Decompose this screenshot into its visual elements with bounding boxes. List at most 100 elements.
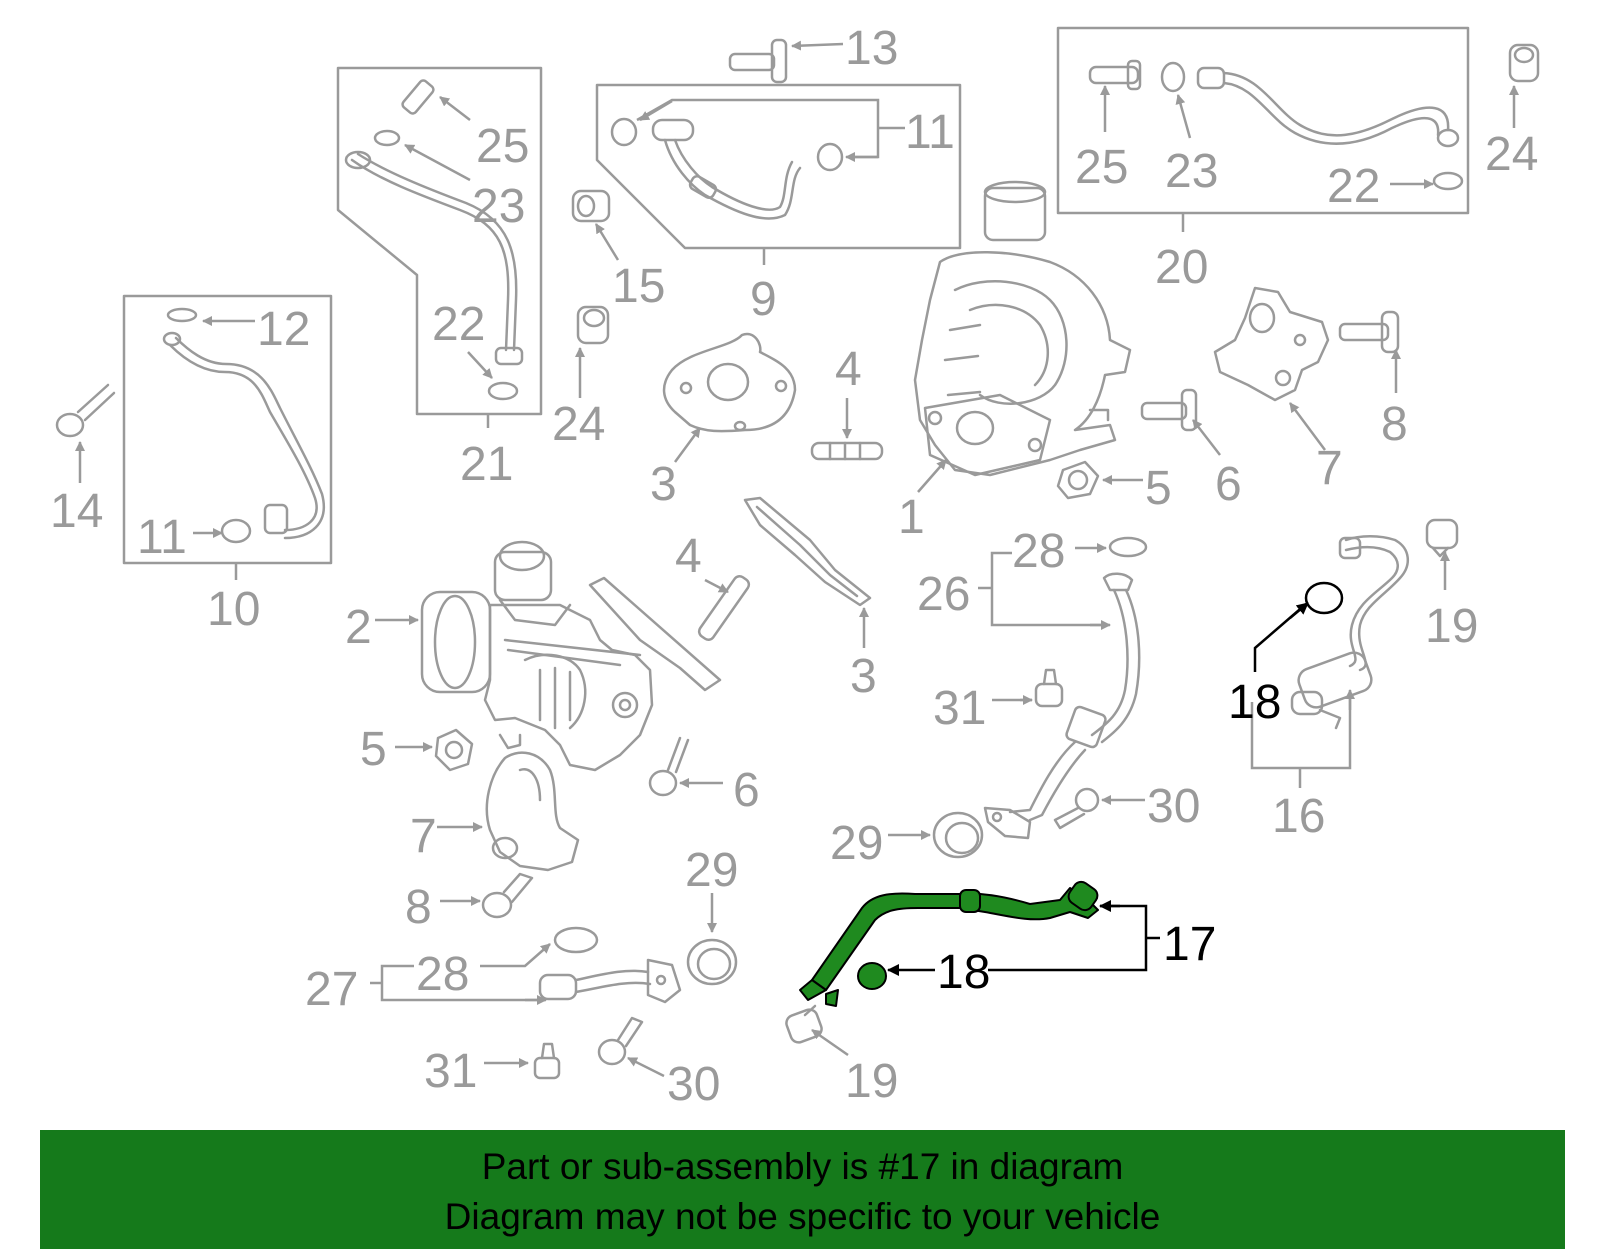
seal-29-bottom	[686, 938, 738, 986]
callout-8-top: 8	[1381, 398, 1408, 451]
callout-17: 17	[1163, 918, 1216, 971]
bolt-8-top	[1338, 310, 1400, 354]
callout-4-middle: 4	[675, 530, 702, 583]
callout-14: 14	[50, 485, 103, 538]
oil-line-20	[1088, 59, 1464, 191]
leader-23a	[404, 143, 471, 182]
seal-29-top	[932, 811, 984, 859]
nut-5-bottom	[434, 728, 474, 772]
leader-28b	[480, 943, 551, 968]
callout-19-bottom: 19	[845, 1055, 898, 1108]
callout-24-left: 24	[552, 398, 605, 451]
callout-3-middle: 3	[850, 650, 877, 703]
callout-31-bottom: 31	[424, 1045, 477, 1098]
cooler-assembly-16	[1290, 535, 1409, 730]
info-banner-line-2: Diagram may not be specific to your vehi…	[444, 1196, 1161, 1237]
oil-line-9	[610, 117, 844, 220]
leader-25a	[439, 96, 471, 121]
bolt-6-top	[1140, 388, 1198, 432]
oil-line-21	[344, 79, 524, 401]
leader-6a	[1192, 419, 1221, 456]
callout-25-left: 25	[476, 120, 529, 173]
turbocharger-1	[913, 180, 1132, 477]
bolt-6-bottom	[648, 736, 690, 797]
fitting-24-right	[1508, 43, 1540, 83]
callout-23-left: 23	[472, 180, 525, 233]
group-box-20	[1056, 26, 1470, 215]
callout-26: 26	[917, 568, 970, 621]
callout-6-bottom: 6	[733, 764, 760, 817]
leader-4b	[704, 578, 729, 594]
gasket-3-middle	[743, 496, 872, 607]
callout-15: 15	[612, 260, 665, 313]
oil-return-line-17	[799, 880, 1099, 1007]
group-box-10	[122, 294, 333, 565]
oil-feed-line-10	[162, 307, 325, 544]
group-box-9	[595, 83, 962, 250]
callout-22-left: 22	[432, 298, 485, 351]
bolt-13	[728, 38, 788, 84]
gasket-3-top	[662, 332, 797, 433]
callout-29-top: 29	[830, 817, 883, 870]
callout-6-top: 6	[1215, 458, 1242, 511]
leader-13	[791, 40, 844, 51]
bolt-14	[55, 383, 116, 438]
bolt-30-bottom	[597, 1016, 644, 1066]
callout-24-right: 24	[1485, 128, 1538, 181]
callout-21: 21	[460, 438, 513, 491]
callout-19-right: 19	[1425, 600, 1478, 653]
callout-28-bottom: 28	[416, 948, 469, 1001]
callout-5-bottom: 5	[360, 723, 387, 776]
callout-11-top: 11	[905, 106, 955, 159]
nut-5-top	[1056, 460, 1100, 500]
turbocharger-2	[420, 540, 722, 772]
callout-7-top: 7	[1316, 442, 1343, 495]
fitting-24-left	[576, 305, 610, 345]
callout-4-top: 4	[835, 343, 862, 396]
callout-1: 1	[898, 491, 925, 544]
leader-3a	[673, 427, 702, 463]
callout-11-left: 11	[137, 511, 187, 564]
callout-23-right: 23	[1165, 145, 1218, 198]
leader-1	[917, 459, 947, 493]
callout-9: 9	[750, 273, 777, 326]
bolt-30-top	[1053, 787, 1100, 830]
callout-20: 20	[1155, 241, 1208, 294]
info-banner: Part or sub-assembly is #17 in diagram D…	[40, 1130, 1565, 1249]
callout-5-top: 5	[1145, 462, 1172, 515]
bolt-19-bottom	[785, 1004, 823, 1044]
heat-shield-7-top	[1213, 286, 1330, 402]
drain-tube-27	[538, 926, 682, 1004]
heat-shield-7-bottom	[485, 751, 580, 872]
callout-3-top: 3	[650, 458, 677, 511]
leader-19b	[811, 1028, 849, 1057]
callout-7-bottom: 7	[410, 810, 437, 863]
callout-16: 16	[1272, 790, 1325, 843]
fitting-15	[571, 189, 611, 223]
callout-12: 12	[257, 303, 310, 356]
leader-30b	[627, 1056, 665, 1078]
callout-18-green: 18	[937, 946, 990, 999]
leader-15	[594, 223, 620, 261]
callout-10: 10	[207, 583, 260, 636]
stud-31-top	[1034, 668, 1064, 708]
callout-27: 27	[305, 963, 358, 1016]
group-box-21	[336, 66, 543, 416]
callout-13: 13	[845, 22, 898, 75]
leader-18b-arrow	[1289, 602, 1309, 619]
callout-30-bottom: 30	[667, 1058, 720, 1111]
callout-30-top: 30	[1147, 780, 1200, 833]
stud-4-middle	[697, 575, 751, 641]
stud-31-bottom	[533, 1042, 561, 1080]
bolt-8-bottom	[481, 872, 534, 919]
leader-18b	[1253, 603, 1307, 672]
callout-28-top: 28	[1012, 525, 1065, 578]
callout-31-top: 31	[933, 682, 986, 735]
drain-tube-26	[983, 536, 1148, 840]
callout-18-outline: 18	[1228, 676, 1281, 729]
callout-22-right: 22	[1327, 160, 1380, 213]
callout-2: 2	[345, 601, 372, 654]
callout-8-bottom: 8	[405, 881, 432, 934]
bolt-19-top	[1425, 518, 1459, 558]
